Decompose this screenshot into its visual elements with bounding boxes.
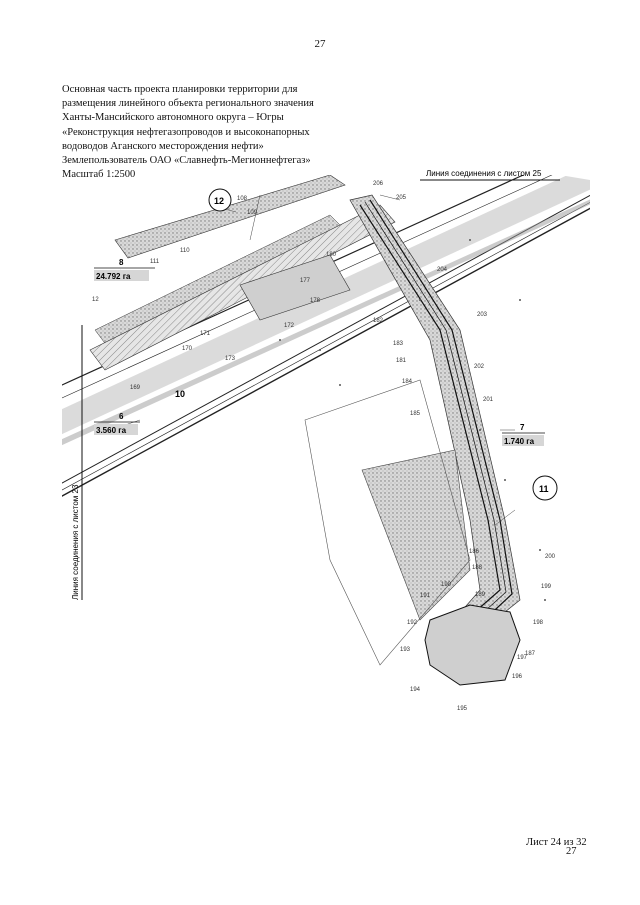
svg-text:186: 186 xyxy=(469,549,480,555)
page-number-top: 27 xyxy=(314,38,326,50)
point-labels: 108 109 110 111 12 170 169 171 173 172 1… xyxy=(92,181,556,712)
svg-text:180: 180 xyxy=(326,252,337,258)
header-line: Ханты-Мансийского автономного округа – Ю… xyxy=(62,112,284,124)
match-line-left: Линия соединения с листом 23 xyxy=(71,484,80,600)
svg-text:194: 194 xyxy=(410,687,421,693)
pad-area xyxy=(361,449,471,621)
inner-block xyxy=(239,254,351,321)
svg-text:206: 206 xyxy=(373,181,384,187)
svg-text:205: 205 xyxy=(396,195,407,201)
svg-text:178: 178 xyxy=(310,298,321,304)
svg-text:203: 203 xyxy=(477,312,488,318)
svg-text:202: 202 xyxy=(474,364,485,370)
svg-text:193: 193 xyxy=(400,647,411,653)
svg-text:181: 181 xyxy=(396,358,407,364)
svg-text:110: 110 xyxy=(180,248,190,254)
header-line: Землепользователь ОАО «Славнефть-Мегионн… xyxy=(62,155,311,167)
svg-text:1.740 га: 1.740 га xyxy=(504,437,535,446)
svg-text:185: 185 xyxy=(410,411,421,417)
svg-text:199: 199 xyxy=(541,584,552,590)
svg-text:201: 201 xyxy=(483,397,494,403)
header-line: «Реконструкция нефтегазопроводов и высок… xyxy=(62,126,310,138)
scale-line: Масштаб 1:2500 xyxy=(62,169,136,181)
svg-text:173: 173 xyxy=(225,356,236,362)
svg-text:108: 108 xyxy=(237,196,248,202)
svg-text:192: 192 xyxy=(407,620,418,626)
svg-text:182: 182 xyxy=(373,318,384,324)
svg-text:6: 6 xyxy=(119,412,124,421)
match-line-top: Линия соединения с листом 25 xyxy=(426,169,542,178)
survey-dots xyxy=(279,239,546,601)
svg-text:7: 7 xyxy=(520,423,525,432)
svg-text:24.792 га: 24.792 га xyxy=(96,272,131,281)
svg-text:170: 170 xyxy=(182,346,193,352)
circle-marker-12: 12 xyxy=(208,188,232,212)
circle-marker-11: 11 xyxy=(532,475,558,501)
svg-text:188: 188 xyxy=(472,565,483,571)
svg-text:12: 12 xyxy=(214,196,224,206)
plot-label-6: 6 3.560 га xyxy=(94,412,140,435)
road-corridor xyxy=(62,175,590,509)
svg-text:189: 189 xyxy=(475,592,486,598)
svg-text:191: 191 xyxy=(420,593,431,599)
svg-text:204: 204 xyxy=(437,267,448,273)
svg-text:172: 172 xyxy=(284,323,295,329)
header-line: размещения линейного объекта регионально… xyxy=(62,98,314,110)
plain-marker-10: 10 xyxy=(175,389,185,399)
svg-text:109: 109 xyxy=(247,210,258,216)
svg-text:183: 183 xyxy=(393,341,404,347)
svg-text:3.560 га: 3.560 га xyxy=(96,426,127,435)
plot-label-8: 8 24.792 га xyxy=(94,258,155,281)
sheet-label: Лист 24 из 32 xyxy=(526,837,587,848)
svg-text:200: 200 xyxy=(545,554,556,560)
page-number-bottom: 27 xyxy=(566,846,577,857)
svg-text:11: 11 xyxy=(539,484,549,494)
plot-label-7: 7 1.740 га xyxy=(502,423,545,446)
svg-text:195: 195 xyxy=(457,706,468,712)
upper-strip xyxy=(114,175,346,259)
svg-text:196: 196 xyxy=(512,674,523,680)
header-line: Основная часть проекта планировки террит… xyxy=(62,84,298,95)
svg-text:177: 177 xyxy=(300,278,311,284)
svg-text:171: 171 xyxy=(200,331,211,337)
svg-text:198: 198 xyxy=(533,620,544,626)
svg-text:184: 184 xyxy=(402,379,413,385)
svg-text:8: 8 xyxy=(119,258,124,267)
svg-text:169: 169 xyxy=(130,385,141,391)
svg-text:190: 190 xyxy=(441,582,452,588)
svg-text:197: 197 xyxy=(517,655,528,661)
svg-text:111: 111 xyxy=(150,259,160,265)
plot-outline xyxy=(304,379,471,666)
header-line: водоводов Аганского месторождения нефти» xyxy=(62,140,264,152)
svg-text:12: 12 xyxy=(92,297,99,303)
bend-corridor xyxy=(349,194,521,641)
document-header: Основная часть проекта планировки террит… xyxy=(62,83,362,182)
terminal-pad xyxy=(424,604,521,686)
svg-text:187: 187 xyxy=(525,651,536,657)
